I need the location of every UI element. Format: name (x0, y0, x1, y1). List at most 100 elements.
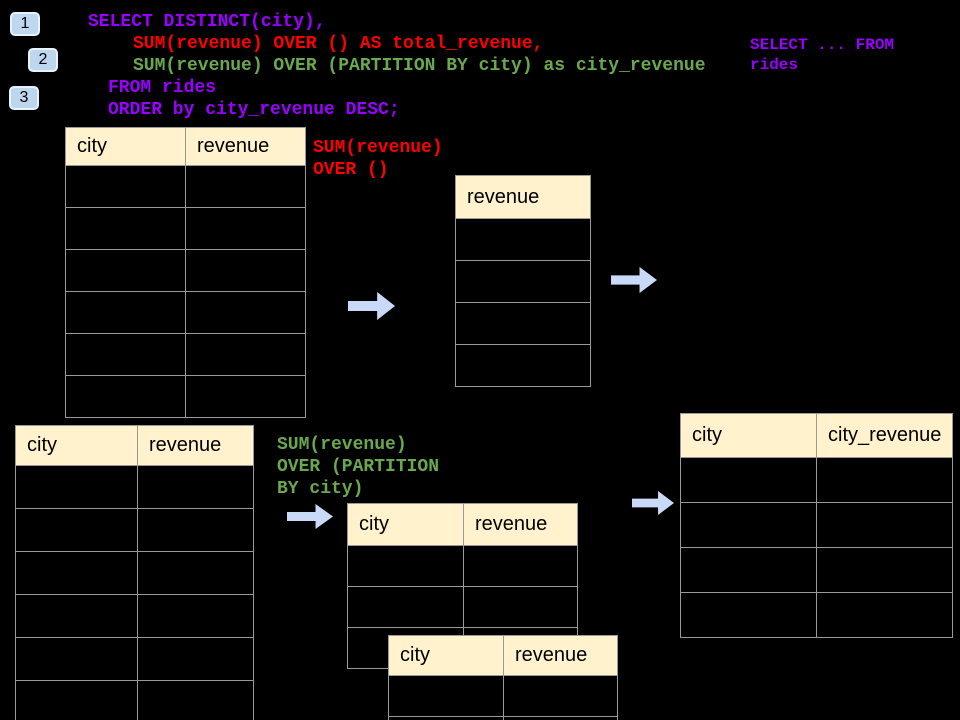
empty-cell (185, 207, 306, 250)
empty-cell (816, 457, 953, 503)
arrow-to-city-revenue (632, 491, 674, 515)
note-sum-over-partition-line-2: OVER (PARTITION (277, 457, 440, 477)
column-header-revenue: revenue (185, 127, 306, 166)
empty-cell (388, 716, 504, 720)
arrow-to-total-revenue (348, 292, 395, 320)
table-row (455, 344, 591, 387)
table-row (65, 333, 306, 376)
empty-cell (137, 680, 254, 720)
table-row (65, 249, 306, 292)
note-sum-over-partition-line-1: SUM(revenue) (277, 435, 407, 455)
empty-cell (15, 680, 138, 720)
empty-cell (185, 375, 306, 418)
arrow-to-partition-table (287, 504, 333, 529)
table-row (15, 637, 254, 681)
table-row (65, 165, 306, 208)
empty-cell (15, 465, 138, 509)
empty-cell (455, 218, 591, 261)
empty-cell (388, 675, 504, 717)
empty-cell (680, 547, 817, 593)
column-header-revenue: revenue (455, 175, 591, 219)
table-row (15, 680, 254, 720)
table-row (455, 302, 591, 345)
empty-cell (15, 551, 138, 595)
table-row (15, 551, 254, 595)
empty-cell (185, 291, 306, 334)
table-row (388, 675, 618, 717)
table-row (65, 207, 306, 250)
note-sum-over-total: SUM(revenue)OVER () (313, 137, 443, 181)
sql-line-4: FROM rides (108, 78, 217, 98)
column-header-city: city (388, 635, 504, 676)
step-badge-1: 1 (10, 12, 40, 36)
empty-cell (137, 551, 254, 595)
empty-cell (503, 716, 618, 720)
arrow-from-total-revenue (611, 267, 657, 293)
column-header-city_revenue: city_revenue (816, 413, 953, 458)
empty-cell (65, 165, 186, 208)
empty-cell (463, 545, 578, 587)
note-sum-over-partition-line-3: BY city) (277, 479, 364, 499)
sql-line-2: SUM(revenue) OVER () AS total_revenue, (133, 34, 544, 54)
empty-cell (816, 547, 953, 593)
note-select-from-rides: SELECT ... FROM rides (750, 35, 894, 75)
empty-cell (347, 586, 464, 628)
empty-cell (680, 592, 817, 638)
empty-cell (137, 508, 254, 552)
column-header-revenue: revenue (503, 635, 618, 676)
empty-cell (185, 333, 306, 376)
empty-cell (65, 249, 186, 292)
empty-cell (65, 333, 186, 376)
empty-cell (185, 165, 306, 208)
table-row (680, 457, 953, 503)
empty-cell (347, 545, 464, 587)
table-row (455, 218, 591, 261)
column-header-city: city (15, 425, 138, 466)
header-row: revenue (455, 175, 591, 219)
note-select-from-rides-line-1: SELECT ... FROM (750, 36, 895, 54)
empty-cell (137, 637, 254, 681)
empty-cell (455, 302, 591, 345)
table-row (65, 291, 306, 334)
total-revenue-table: revenue (455, 175, 591, 387)
note-select-from-rides-line-2: rides (750, 56, 799, 74)
sql-line-3: SUM(revenue) OVER (PARTITION BY city) as… (133, 56, 706, 76)
table-row (680, 547, 953, 593)
sql-line-1: SELECT DISTINCT(city), (88, 12, 326, 32)
empty-cell (185, 249, 306, 292)
empty-cell (463, 586, 578, 628)
step-badge-2: 2 (28, 48, 58, 72)
empty-cell (15, 637, 138, 681)
empty-cell (680, 457, 817, 503)
note-sum-over-total-line-2: OVER () (313, 160, 389, 180)
empty-cell (65, 375, 186, 418)
table-row (15, 465, 254, 509)
empty-cell (137, 594, 254, 638)
empty-cell (15, 594, 138, 638)
empty-cell (65, 207, 186, 250)
column-header-city: city (347, 503, 464, 546)
step-badge-3: 3 (9, 86, 39, 110)
empty-cell (65, 291, 186, 334)
empty-cell (137, 465, 254, 509)
column-header-revenue: revenue (137, 425, 254, 466)
table-row (65, 375, 306, 418)
empty-cell (455, 260, 591, 303)
table-row (15, 508, 254, 552)
empty-cell (455, 344, 591, 387)
table-row (455, 260, 591, 303)
sql-line-5: ORDER by city_revenue DESC; (108, 100, 400, 120)
empty-cell (816, 592, 953, 638)
table-row (680, 502, 953, 548)
table-row (15, 594, 254, 638)
